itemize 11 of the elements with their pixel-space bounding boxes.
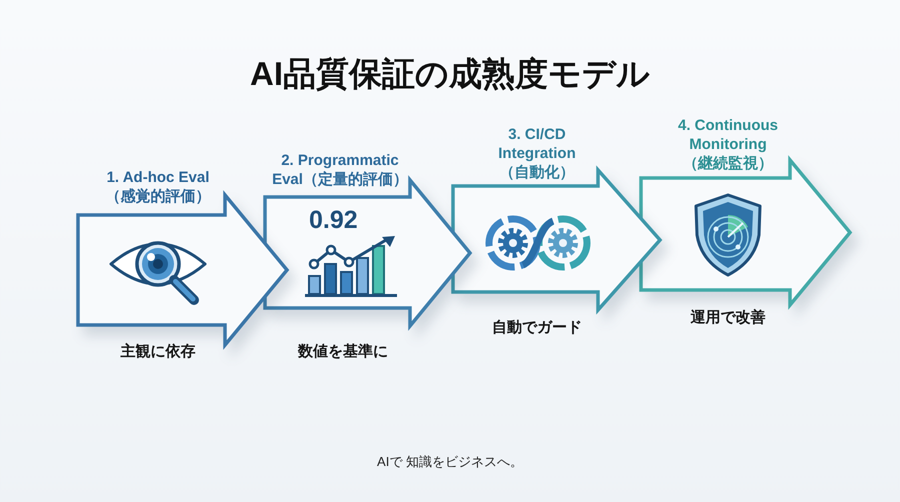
step-heading: 4. Continuous Monitoring（継続監視）: [677, 116, 779, 173]
step-caption: 数値を基準に: [298, 342, 388, 362]
step-caption: 自動でガード: [492, 318, 582, 338]
title: AI品質保証の成熟度モデル: [250, 54, 650, 94]
step-caption: 運用で改善: [690, 308, 766, 328]
tagline: AIで 知識をビジネスへ。: [377, 453, 523, 471]
step-caption: 主観に依存: [120, 342, 196, 362]
score-value: 0.92: [309, 206, 358, 234]
step-heading: 2. Programmatic Eval（定量的評価）: [271, 151, 409, 189]
step-heading: 1. Ad-hoc Eval（感覚的評価）: [104, 168, 212, 206]
step-heading: 3. CI/CD Integration（自動化）: [497, 125, 577, 182]
